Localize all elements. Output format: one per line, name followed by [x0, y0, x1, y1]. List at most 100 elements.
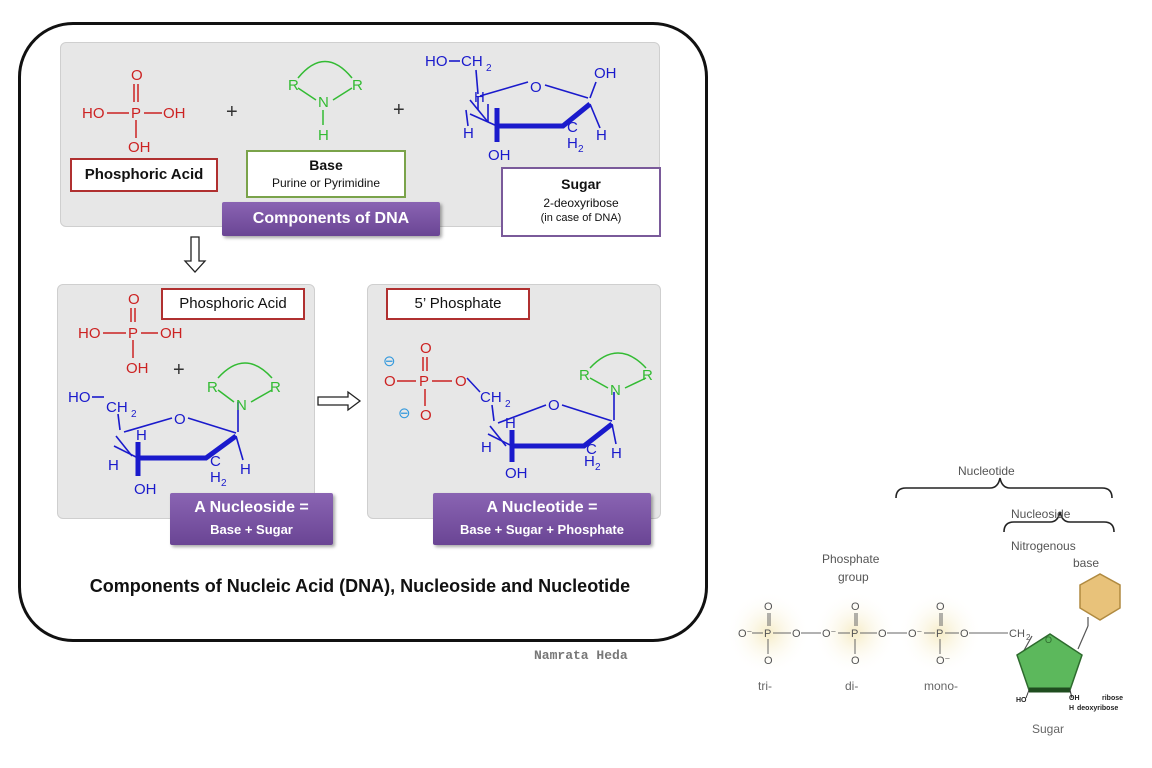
atom-ho: HO [82, 105, 105, 122]
atom-o: O [936, 601, 945, 613]
atom-h: H [596, 127, 607, 144]
base-subtitle: Purine or Pyrimidine [271, 176, 381, 190]
atom-ch2: CH [1009, 628, 1025, 640]
atom-o-minus: O⁻ [936, 655, 951, 667]
atom-h: H [210, 469, 221, 486]
nucleotide-banner-line2: Base + Sugar + Phosphate [459, 522, 624, 537]
subscript: 2 [595, 462, 601, 473]
atom-r: R [352, 77, 363, 94]
atom-c: C [210, 453, 221, 470]
mono-phosphate-glow [898, 591, 982, 675]
atom-r: R [207, 379, 218, 396]
nucleotide-sugar-structure: CH 2 O H H OH C H 2 H [480, 389, 622, 482]
atom-c: C [567, 119, 578, 136]
atom-ch2: CH [106, 399, 128, 416]
atom-oh: OH [128, 139, 151, 156]
mono-label: mono- [924, 679, 958, 693]
atom-o: O [420, 340, 432, 357]
sugar-label: Sugar [1032, 722, 1064, 736]
subscript: 2 [505, 399, 511, 410]
atom-r: R [579, 367, 590, 384]
nucleoside-brace [1003, 511, 1115, 533]
plus-sign: + [173, 359, 185, 381]
nucleotide-banner-line1: A Nucleotide = [486, 499, 598, 516]
subscript: 2 [578, 144, 584, 155]
phosphate-group-label-line1: Phosphate [822, 552, 880, 566]
sugar-oh: OH [1069, 695, 1080, 702]
atom-oh: OH [594, 65, 617, 82]
figure-frame [18, 22, 708, 642]
atom-ho: HO [78, 325, 101, 342]
atom-o: O [420, 407, 432, 424]
base-label-box: Base Purine or Pyrimidine [246, 150, 406, 198]
atom-o: O [851, 601, 860, 613]
sugar-h: H [1069, 705, 1074, 712]
deoxyribose-label: deoxyribose [1077, 705, 1118, 712]
nucleoside-banner: A Nucleoside = Base + Sugar [170, 493, 333, 545]
di-phosphate-glow [813, 591, 897, 675]
figure-caption: Components of Nucleic Acid (DNA), Nucleo… [89, 576, 631, 596]
subscript: 2 [1026, 633, 1031, 642]
atom-h: H [240, 461, 251, 478]
negative-charge: ⊖ [383, 353, 396, 370]
atom-r: R [642, 367, 653, 384]
atom-o: O [530, 79, 542, 96]
subscript: 2 [131, 409, 137, 420]
base-structure-3: R R N [579, 352, 653, 399]
nucleoside-banner-line2: Base + Sugar [210, 522, 293, 537]
plus-sign: + [226, 101, 238, 123]
atom-n: N [236, 397, 247, 414]
components-of-dna-banner: Components of DNA [222, 202, 440, 236]
plus-sign: + [393, 99, 405, 121]
atom-o: O [548, 397, 560, 414]
author-credit: Namrata Heda [534, 648, 628, 663]
ribose-label: ribose [1102, 695, 1123, 702]
atom-p: P [419, 373, 429, 390]
sugar-title: Sugar [561, 176, 601, 192]
sugar-line1: 2-deoxyribose [543, 196, 619, 210]
nucleoside-panel [57, 284, 315, 519]
atom-p: P [128, 325, 138, 342]
atom-o: O [174, 411, 186, 428]
phosphate-chain: O⁻ P O O O O⁻ P O O O O⁻ P O O⁻ O CH 2 [738, 601, 1031, 667]
atom-oh: OH [134, 481, 157, 498]
atom-p: P [131, 105, 141, 122]
nucleoside-structure: HO CH 2 O H H OH C H 2 H [68, 389, 251, 498]
right-arrow-icon [317, 390, 362, 412]
phosphoric-acid-label-2: Phosphoric Acid [161, 288, 305, 320]
atom-o-minus: O⁻ [908, 628, 923, 640]
atom-o: O [384, 373, 396, 390]
phosphate-group-label-line2: group [838, 570, 869, 584]
phosphate-group-structure: ⊖ ⊖ O O P O O [383, 340, 481, 424]
down-arrow-icon [183, 236, 207, 273]
sugar-line2: (in case of DNA) [540, 212, 622, 224]
ring-oxygen: O [1045, 635, 1052, 645]
atom-h: H [463, 125, 474, 142]
five-prime-phosphate-label: 5’ Phosphate [386, 288, 530, 320]
nucleoside-banner-line1: A Nucleoside = [194, 499, 309, 516]
atom-oh: OH [505, 465, 528, 482]
atom-h: H [567, 135, 578, 152]
atom-o-minus: O⁻ [822, 628, 837, 640]
atom-o: O [764, 601, 773, 613]
atom-o: O [878, 628, 887, 640]
atom-p: P [764, 628, 771, 640]
atom-oh: OH [163, 105, 186, 122]
sugar-structure: HO CH 2 O OH H H OH C H 2 H [425, 53, 617, 164]
atom-h: H [474, 89, 485, 106]
atom-r: R [270, 379, 281, 396]
atom-o: O [128, 291, 140, 308]
atom-h: H [505, 415, 516, 432]
subscript: 2 [221, 478, 227, 489]
atom-h: H [108, 457, 119, 474]
base-structure-2: R R N [207, 362, 281, 414]
di-label: di- [845, 679, 858, 693]
atom-oh: OH [160, 325, 183, 342]
phosphoric-acid-structure-2: O HO P OH OH [78, 291, 183, 377]
atom-p: P [936, 628, 943, 640]
atom-h: H [481, 439, 492, 456]
phosphoric-acid-label: Phosphoric Acid [70, 158, 218, 192]
sugar-label-box: Sugar 2-deoxyribose (in case of DNA) [501, 167, 661, 237]
atom-ho: HO [425, 53, 448, 70]
atom-o: O [792, 628, 801, 640]
